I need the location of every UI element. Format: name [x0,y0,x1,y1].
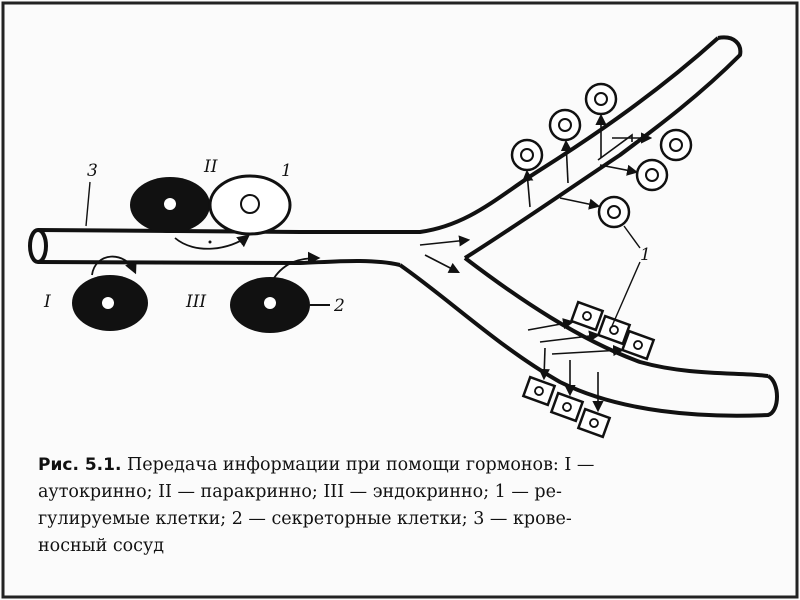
target-cell [637,160,667,190]
label-vessel-3: 3 [87,161,98,181]
label-secretory-2: 2 [333,296,345,316]
label-paracrine-II: II [203,157,218,177]
autocrine-arrow [92,257,135,275]
upper-hormone-arrows [527,116,650,207]
target-cell [622,331,653,359]
vessel-open-end [30,230,46,262]
autocrine-cell [72,257,148,331]
target-cell [550,110,580,140]
caption-figure-number: Рис. 5.1. [38,455,121,475]
target-cell [571,302,602,330]
vessel-upper-branch-inner [465,37,740,258]
vessel-lower-wall [38,261,400,265]
paracrine-secretory-cell [130,177,210,233]
caption-line-4: носный сосуд [38,533,758,560]
caption-text-1: Передача информации при помощи гормонов:… [127,455,594,475]
figure-caption: Рис. 5.1. Передача информации при помощи… [38,452,758,560]
vessel-leader-line [86,182,90,226]
label-target-1: 1 [281,161,292,181]
label-1-leaders [612,226,640,326]
blood-vessel [30,37,777,415]
flow-arrows [420,240,468,272]
endocrine-secretory-cell [230,258,330,333]
label-endocrine-III: III [185,292,206,312]
flow-arrow-lower [425,255,458,272]
label-autocrine-I: I [43,292,51,312]
paracrine-arrow [175,236,248,249]
caption-line-2: аутокринно; II — паракринно; III — эндок… [38,479,758,506]
target-cell [599,197,629,227]
target-cell [586,84,616,114]
target-cell [523,377,554,405]
label-regulated-cells-1: 1 [640,245,651,265]
caption-line-1: Рис. 5.1. Передача информации при помощи… [38,452,758,479]
target-cell [661,130,691,160]
target-cell [551,393,582,421]
target-cell [512,140,542,170]
caption-line-3: гулируемые клетки; 2 — секреторные клетк… [38,506,758,533]
flow-arrow-main [420,240,468,245]
target-cell [578,409,609,437]
